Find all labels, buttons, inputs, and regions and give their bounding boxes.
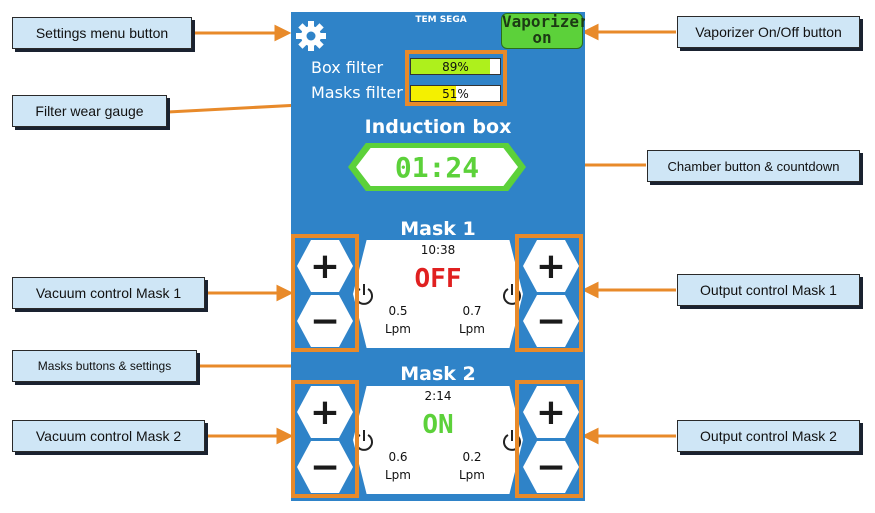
callout-output-mask2: Output control Mask 2 (677, 420, 860, 452)
callout-vacuum-mask2: Vacuum control Mask 2 (12, 420, 205, 452)
box-filter-gauge-fill (411, 59, 491, 74)
brand-label: TEM SEGA (415, 15, 467, 25)
mask2-time: 2:14 (424, 389, 452, 403)
mask1-vacuum-minus-button[interactable]: − (297, 295, 353, 347)
box-filter-label: Box filter (311, 58, 384, 77)
mask1-status: OFF (414, 264, 462, 294)
callout-vaporizer: Vaporizer On/Off button (677, 16, 860, 48)
mask2-vacuum-plus-button[interactable]: + (297, 386, 353, 438)
mask1-title: Mask 1 (400, 218, 476, 240)
masks-filter-label: Masks filter (311, 83, 403, 102)
induction-title: Induction box (364, 116, 512, 138)
callout-vacuum-mask1: Vacuum control Mask 1 (12, 277, 205, 309)
mask1-output-value: 0.7 (462, 304, 482, 318)
mask1-time: 10:38 (420, 243, 456, 257)
chamber-button[interactable]: 01:24 (348, 143, 526, 191)
chamber-countdown: 01:24 (356, 148, 518, 186)
callout-settings-menu: Settings menu button (12, 17, 192, 49)
mask1-output-frame (515, 234, 583, 352)
box-filter-gauge: 89% (410, 58, 501, 75)
mask1-vacuum-value: 0.5 (388, 304, 408, 318)
vaporizer-state: on (532, 28, 552, 47)
callout-filter-wear: Filter wear gauge (12, 95, 167, 127)
mask2-vacuum-minus-button[interactable]: − (297, 441, 353, 493)
mask2-status: ON (422, 410, 454, 440)
callout-output-mask1: Output control Mask 1 (677, 274, 860, 306)
mask2-output-frame (515, 380, 583, 498)
mask2-vacuum-frame (291, 380, 359, 498)
mask2-output-unit: Lpm (459, 468, 485, 482)
mask1-vacuum-plus-button[interactable]: + (297, 240, 353, 292)
vaporizer-label: Vaporizer (502, 12, 585, 31)
box-filter-percent: 89% (442, 59, 469, 74)
masks-filter-percent: 51% (442, 86, 469, 101)
filter-highlight-frame (405, 50, 507, 106)
settings-button[interactable] (295, 20, 327, 52)
callout-chamber: Chamber button & countdown (647, 150, 860, 182)
mask2-title: Mask 2 (400, 363, 476, 385)
mask1-vacuum-frame (291, 234, 359, 352)
power-icon (503, 284, 521, 305)
vaporizer-button[interactable]: Vaporizer on (501, 12, 585, 49)
mask1-output-unit: Lpm (459, 322, 485, 336)
mask2-vacuum-value: 0.6 (388, 450, 408, 464)
device-screen: TEM SEGA Vaporizer on Box filter Masks f… (291, 12, 585, 501)
gear-icon (296, 21, 326, 51)
callout-masks-buttons: Masks buttons & settings (12, 350, 197, 382)
mask1-panel[interactable]: 10:38 OFF 0.5 Lpm 0.7 Lpm (353, 240, 523, 348)
masks-filter-gauge-fill (411, 86, 457, 101)
power-icon (503, 430, 521, 451)
mask2-vacuum-unit: Lpm (385, 468, 411, 482)
mask1-vacuum-unit: Lpm (385, 322, 411, 336)
masks-filter-gauge: 51% (410, 85, 501, 102)
mask2-panel[interactable]: 2:14 ON 0.6 Lpm 0.2 Lpm (353, 386, 523, 494)
mask2-output-value: 0.2 (462, 450, 482, 464)
